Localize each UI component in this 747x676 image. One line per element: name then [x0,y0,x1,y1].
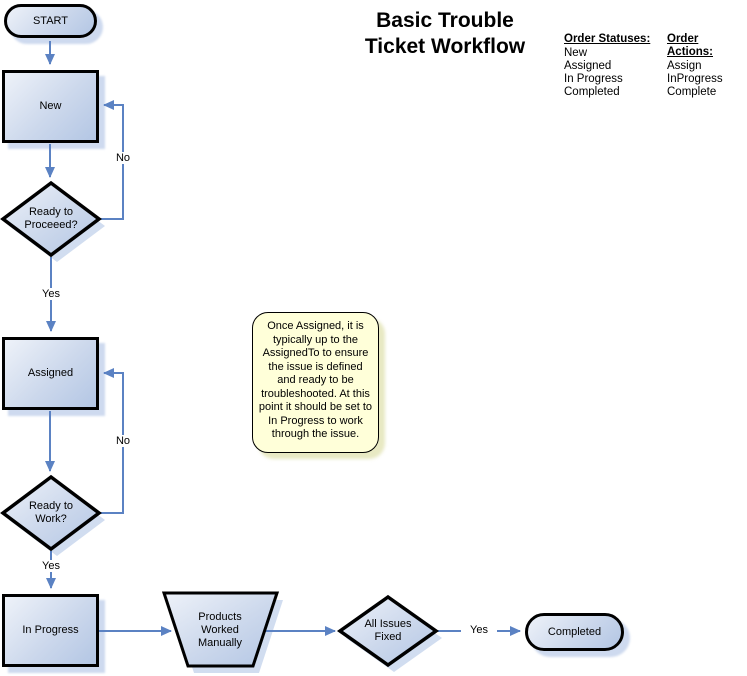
edge-label-yes-fixed: Yes [461,624,497,636]
legend-action-item: Complete [667,86,717,98]
legend-order-statuses: Order Statuses: New Assigned In Progress… [564,33,664,99]
trapezoid-shadow [170,600,283,673]
new-node [2,70,99,143]
page-title: Basic Trouble Ticket Workflow [330,8,560,60]
legend-order-actions: Order Actions: Assign InProgress Complet… [667,33,747,99]
decision-all-issues-fixed [336,594,440,668]
trapezoid-products-worked [161,591,280,668]
legend-action-item: Assign [667,60,702,72]
decision-ready-to-work [0,474,102,552]
ready-to-work-label: Ready to Work? [28,500,74,525]
edge-label-no-work: No [108,435,138,447]
decision-fixed-shadow [346,604,442,672]
products-worked-label: Products Worked Manually [197,610,243,649]
legend-action-item: InProgress [667,73,723,85]
legend-status-item: New [564,47,588,59]
start-node [4,4,97,38]
title-line-2: Ticket Workflow [364,35,526,58]
all-issues-fixed-label: All Issues Fixed [364,618,412,643]
decision-work-shadow [9,484,105,556]
legend-actions-header: Order Actions: [667,33,713,58]
ready-to-proceed-label: Ready to Proceeed? [24,206,78,231]
decision-ready-to-proceed [0,180,102,258]
in-progress-node [2,594,99,667]
completed-node [525,613,624,651]
assigned-node [2,337,99,410]
legend-status-item: In Progress [564,73,623,85]
edge-label-yes-proceed: Yes [31,288,71,300]
legend-status-item: Assigned [564,60,612,72]
title-line-1: Basic Trouble [376,9,514,32]
note-box [252,312,379,453]
decision-proceed-shadow [9,190,105,262]
legend-status-item: Completed [564,86,620,98]
edge-label-no-proceed: No [108,152,138,164]
edge-work-no-to-assigned [99,368,124,514]
edge-proceed-no-to-new [99,100,124,220]
edge-label-yes-work: Yes [31,560,71,572]
legend-statuses-header: Order Statuses: [564,33,651,45]
